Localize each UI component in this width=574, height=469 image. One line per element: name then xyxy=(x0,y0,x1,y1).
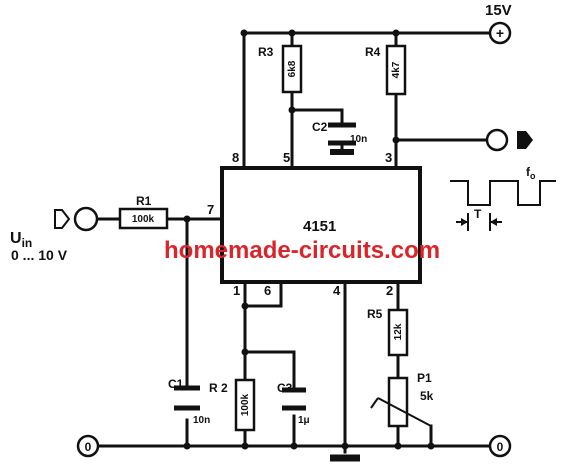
c1-value: 10n xyxy=(193,415,210,426)
supply-voltage-label: 15V xyxy=(485,2,512,19)
watermark-text: homemade-circuits.com xyxy=(164,237,440,264)
supply-terminal: + xyxy=(488,21,512,45)
ic-4151 xyxy=(220,166,422,284)
ground-terminal-right: 0 xyxy=(488,434,512,458)
junction-dots xyxy=(183,29,435,450)
r2-ref: R 2 xyxy=(209,381,228,395)
ic-pin-2: 2 xyxy=(386,283,393,298)
ic-pin-3: 3 xyxy=(385,150,392,165)
c2-value: 10n xyxy=(350,134,367,145)
svg-text:+: + xyxy=(496,25,504,41)
capacitor-c2 xyxy=(328,122,356,155)
capacitor-c1 xyxy=(174,385,200,411)
svg-text:0: 0 xyxy=(497,440,504,454)
ic-pin-4: 4 xyxy=(333,283,341,298)
ic-pin-7: 7 xyxy=(207,202,214,217)
r2-value: 100k xyxy=(240,393,251,416)
capacitor-c3 xyxy=(282,387,306,411)
input-range-label: 0 ... 10 V xyxy=(11,247,68,263)
c2-ref: C2 xyxy=(312,120,328,134)
ic-pin-1: 1 xyxy=(233,283,240,298)
resistor-r1 xyxy=(118,207,169,230)
resistor-r5 xyxy=(387,308,409,357)
svg-text:0: 0 xyxy=(85,440,92,454)
ic-pin-5: 5 xyxy=(283,150,290,165)
potentiometer-p1-wiper xyxy=(370,397,432,427)
r5-value: 12k xyxy=(393,323,404,340)
r1-ref: R1 xyxy=(136,194,152,208)
input-voltage-label: Uin xyxy=(10,230,32,250)
period-label: T xyxy=(474,207,482,221)
r3-value: 6k8 xyxy=(287,60,298,77)
r1-value: 100k xyxy=(132,214,155,225)
output-frequency-label: fo xyxy=(526,165,536,181)
r4-ref: R4 xyxy=(365,45,381,59)
ground-terminal-left: 0 xyxy=(76,434,100,458)
c3-ref: C3 xyxy=(277,381,293,395)
input-terminal xyxy=(54,206,99,232)
ic-name: 4151 xyxy=(303,218,336,235)
p1-ref: P1 xyxy=(417,371,432,385)
r4-value: 4k7 xyxy=(391,61,402,78)
resistor-r3 xyxy=(281,44,303,94)
r3-ref: R3 xyxy=(258,45,274,59)
c3-value: 1μ xyxy=(298,415,310,426)
ic-pin-6: 6 xyxy=(264,283,271,298)
ic-pin-8: 8 xyxy=(232,150,239,165)
output-terminal xyxy=(485,128,533,152)
c1-ref: C1 xyxy=(168,377,184,391)
period-marker xyxy=(456,213,502,231)
resistor-r2 xyxy=(234,378,256,432)
potentiometer-p1 xyxy=(387,376,409,428)
resistor-r4 xyxy=(385,44,407,96)
output-waveform xyxy=(450,180,556,206)
p1-value: 5k xyxy=(420,389,434,403)
r5-ref: R5 xyxy=(367,307,383,321)
